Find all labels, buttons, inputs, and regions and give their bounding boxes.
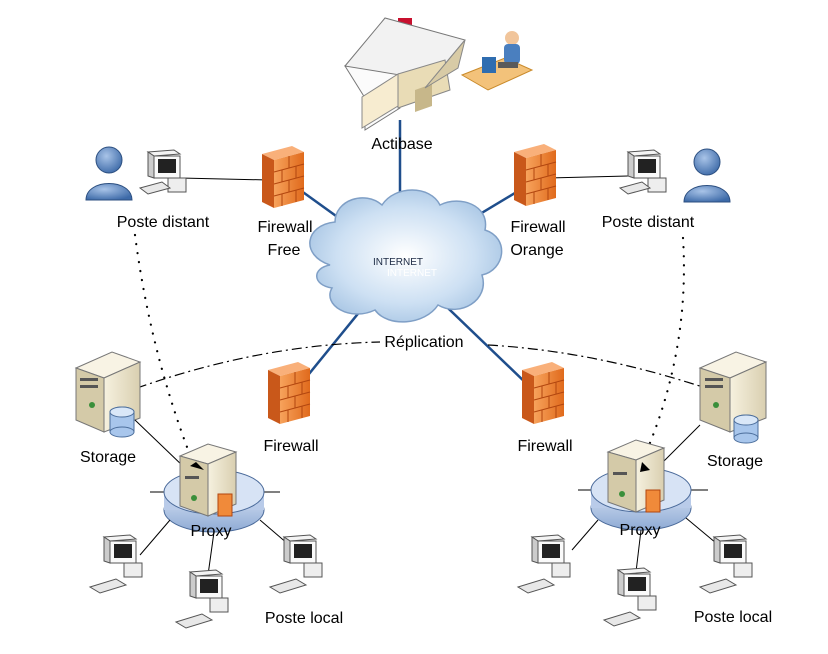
remote-pc-left-icon xyxy=(138,149,187,195)
internet-label-2: INTERNET xyxy=(387,268,437,279)
storage-left-server-icon xyxy=(74,351,142,438)
local-pc-right-3-icon xyxy=(698,534,753,594)
firewall-free-icon xyxy=(262,146,305,208)
firewall-orange-label-2: Orange xyxy=(510,242,563,259)
local-pc-right-1-icon xyxy=(516,534,571,594)
proxy-right-label: Proxy xyxy=(620,522,661,539)
local-left-label: Poste local xyxy=(265,610,343,627)
internet-cloud-icon: INTERNET INTERNET xyxy=(309,189,503,323)
vpn-dotted-links xyxy=(133,233,686,457)
local-pc-left-2-icon xyxy=(174,569,229,629)
firewall-left-label: Firewall xyxy=(263,438,318,455)
proxy-left-label: Proxy xyxy=(191,523,232,540)
local-pc-right-2-icon xyxy=(602,567,657,627)
proxy-left-icon xyxy=(150,443,280,533)
remote-user-left-icon xyxy=(85,146,133,201)
firewall-right-icon xyxy=(522,362,565,424)
firewall-free-label-2: Free xyxy=(268,242,301,259)
replication-arc: Réplication xyxy=(110,334,742,403)
local-right-label: Poste local xyxy=(694,609,772,626)
actibase-label: Actibase xyxy=(371,136,432,153)
remote-left-label: Poste distant xyxy=(117,214,210,231)
remote-pc-right-icon xyxy=(618,149,667,195)
replication-label: Réplication xyxy=(384,334,463,351)
firewall-orange-label-1: Firewall xyxy=(510,219,565,236)
storage-right-label: Storage xyxy=(707,453,763,470)
local-pc-left-3-icon xyxy=(268,534,323,594)
internet-label-1: INTERNET xyxy=(373,257,423,268)
firewall-left-icon xyxy=(268,362,311,424)
actibase-house-icon xyxy=(343,17,466,131)
proxy-right-icon xyxy=(578,439,708,531)
firewall-orange-icon xyxy=(514,144,557,206)
local-pc-left-1-icon xyxy=(88,534,143,594)
remote-right-label: Poste distant xyxy=(602,214,695,231)
firewall-right-label: Firewall xyxy=(517,438,572,455)
workstation-user-icon xyxy=(460,31,534,91)
storage-left-label: Storage xyxy=(80,449,136,466)
storage-right-server-icon xyxy=(698,351,768,444)
storage-proxy-links xyxy=(134,419,701,469)
remote-links xyxy=(179,175,629,183)
firewall-free-label-1: Firewall xyxy=(257,219,312,236)
remote-user-right-icon xyxy=(683,148,731,203)
